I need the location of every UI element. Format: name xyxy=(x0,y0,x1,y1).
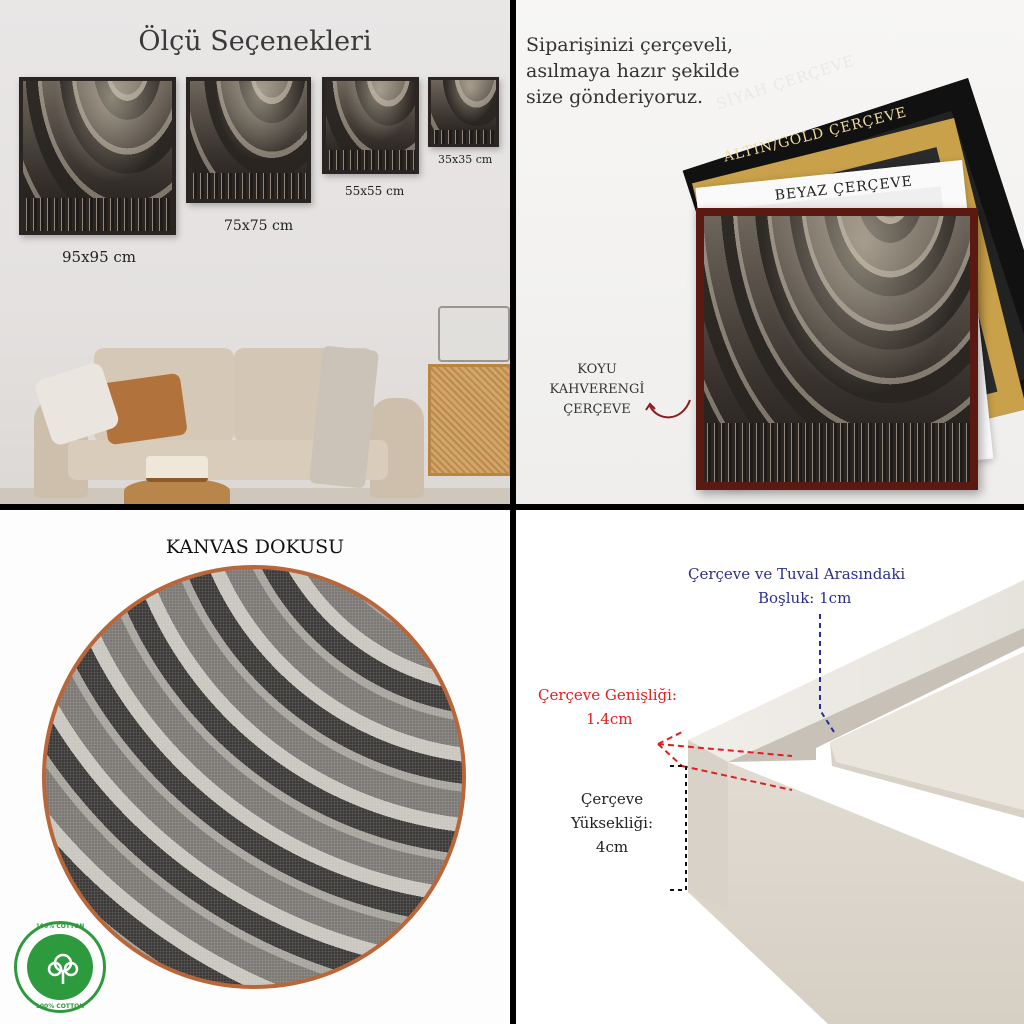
size-options-panel: Ölçü Seçenekleri 95x95 cm 75x75 cm 55x55… xyxy=(0,0,510,504)
size-options-title: Ölçü Seçenekleri xyxy=(138,26,372,57)
sofa xyxy=(33,345,424,500)
cotton-plant-icon xyxy=(47,953,79,984)
texture-magnifier xyxy=(42,565,466,989)
print-95-art xyxy=(23,81,172,231)
record-player xyxy=(438,306,510,362)
canvas-texture-panel: KANVAS DOKUSU 100% COTTON 100% COTTON xyxy=(0,510,510,1024)
print-55 xyxy=(322,77,419,174)
coffee-table xyxy=(124,478,230,504)
open-book xyxy=(146,456,208,482)
size-label-55: 55x55 cm xyxy=(345,184,405,198)
brown-frame-sample xyxy=(696,208,978,490)
print-55-art xyxy=(326,81,415,170)
gap-label-line-2: Boşluk: 1cm xyxy=(758,589,852,607)
curved-arrow-icon xyxy=(645,399,691,419)
intro-line-1: Siparişinizi çerçeveli, xyxy=(526,34,734,56)
side-cabinet xyxy=(428,364,510,476)
width-label-line-2: 1.4cm xyxy=(586,710,633,728)
cotton-badge-top-text: 100% COTTON xyxy=(35,923,85,930)
intro-line-3: size gönderiyoruz. xyxy=(526,86,704,108)
size-label-95: 95x95 cm xyxy=(62,248,137,266)
texture-title: KANVAS DOKUSU xyxy=(165,536,345,558)
frame-colors-panel: Siparişinizi çerçeveli, asılmaya hazır ş… xyxy=(516,0,1024,504)
intro-line-2: asılmaya hazır şekilde xyxy=(526,60,740,82)
frame-corner-illustration xyxy=(657,580,1024,1024)
gap-label-line-1: Çerçeve ve Tuval Arasındaki xyxy=(688,565,906,583)
height-label-line-3: 4cm xyxy=(595,838,629,856)
print-35-art xyxy=(431,80,496,144)
cotton-badge: 100% COTTON 100% COTTON xyxy=(14,921,106,1013)
brown-label-line-1: KOYU xyxy=(577,362,617,377)
frame-dimensions-panel: Çerçeve ve Tuval Arasındaki Boşluk: 1cm … xyxy=(516,510,1024,1024)
print-75-art xyxy=(190,81,307,199)
cotton-badge-bottom-text: 100% COTTON xyxy=(35,1003,85,1010)
height-label-line-2: Yüksekliği: xyxy=(570,814,654,832)
brown-frame-art xyxy=(704,216,970,482)
brown-label-line-3: ÇERÇEVE xyxy=(563,402,631,417)
size-label-35: 35x35 cm xyxy=(438,153,493,166)
height-label-line-1: Çerçeve xyxy=(580,790,644,808)
brown-label-line-2: KAHVERENGİ xyxy=(549,382,645,397)
print-95 xyxy=(19,77,176,235)
size-label-75: 75x75 cm xyxy=(224,218,294,234)
width-label-line-1: Çerçeve Genişliği: xyxy=(538,686,677,704)
print-35 xyxy=(428,77,499,147)
print-75 xyxy=(186,77,311,203)
